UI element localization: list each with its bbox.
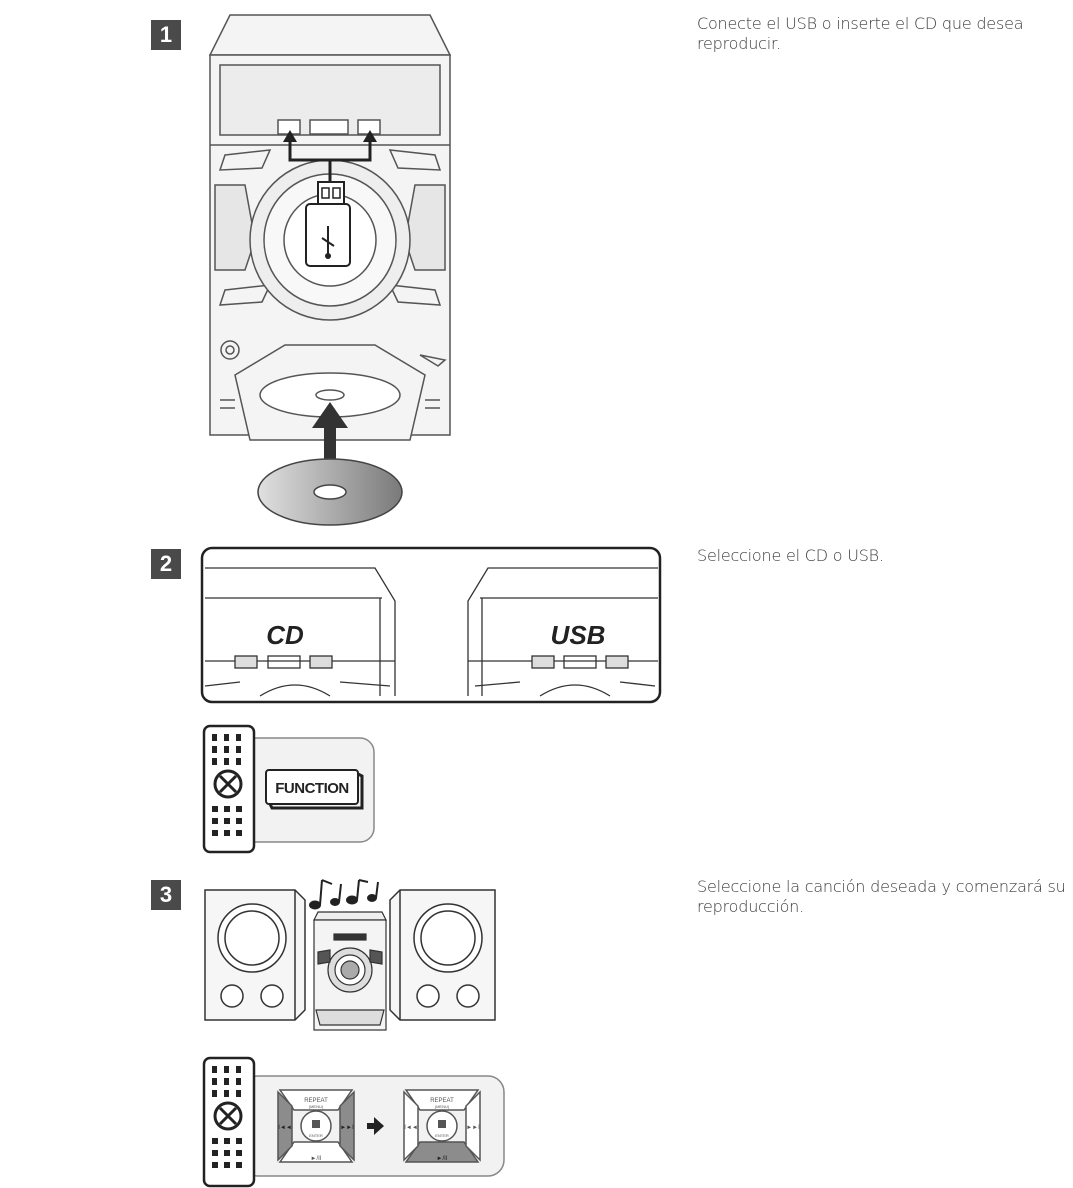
enter-label-1: ENTER — [309, 1133, 323, 1138]
remote-control-icon — [202, 724, 256, 854]
arrow-up-icon — [312, 402, 348, 428]
step-3-text: Seleccione la canción deseada y comenzar… — [697, 877, 1066, 916]
function-display-panel: CD USB — [200, 546, 662, 704]
function-button-label: FUNCTION — [275, 780, 349, 797]
play-pause-label-1: ►/II — [311, 1156, 322, 1162]
speaker-icon — [204, 889, 306, 1021]
step-1-text: Conecte el USB o inserte el CD que desea… — [697, 14, 1024, 53]
step-2-text: Seleccione el CD o USB. — [697, 546, 884, 565]
step-1-badge: 1 — [151, 20, 181, 50]
stereo-unit-illustration — [208, 14, 452, 526]
play-pause-label-2: ►/II — [437, 1156, 448, 1162]
enter-label-2: ENTER — [435, 1133, 449, 1138]
arrow-right-icon — [367, 1117, 384, 1135]
repeat-label-2: REPEAT — [430, 1098, 454, 1104]
function-remote-illustration: FUNCTION — [202, 724, 375, 854]
usb-icon — [305, 181, 351, 267]
music-notes-icon — [309, 879, 379, 910]
cd-label: CD — [266, 620, 304, 650]
next-label-1: ►►I — [340, 1125, 354, 1131]
playback-remote-illustration: REPEAT (MENU) ENTER ►/II I◄◄ ►►I REPEAT … — [202, 1056, 505, 1188]
step-3-badge: 3 — [151, 880, 181, 910]
repeat-label-1: REPEAT — [304, 1098, 328, 1104]
stereo-system-illustration — [204, 879, 496, 1031]
prev-label-2: I◄◄ — [404, 1125, 418, 1131]
stop-icon — [438, 1120, 446, 1128]
step-2-badge: 2 — [151, 549, 181, 579]
usb-label: USB — [551, 620, 606, 650]
next-label-2: ►►I — [466, 1125, 480, 1131]
menu-label-2: (MENU) — [435, 1104, 450, 1109]
menu-label-1: (MENU) — [309, 1104, 324, 1109]
cd-disc-icon — [257, 458, 403, 526]
prev-label-1: I◄◄ — [278, 1125, 292, 1131]
